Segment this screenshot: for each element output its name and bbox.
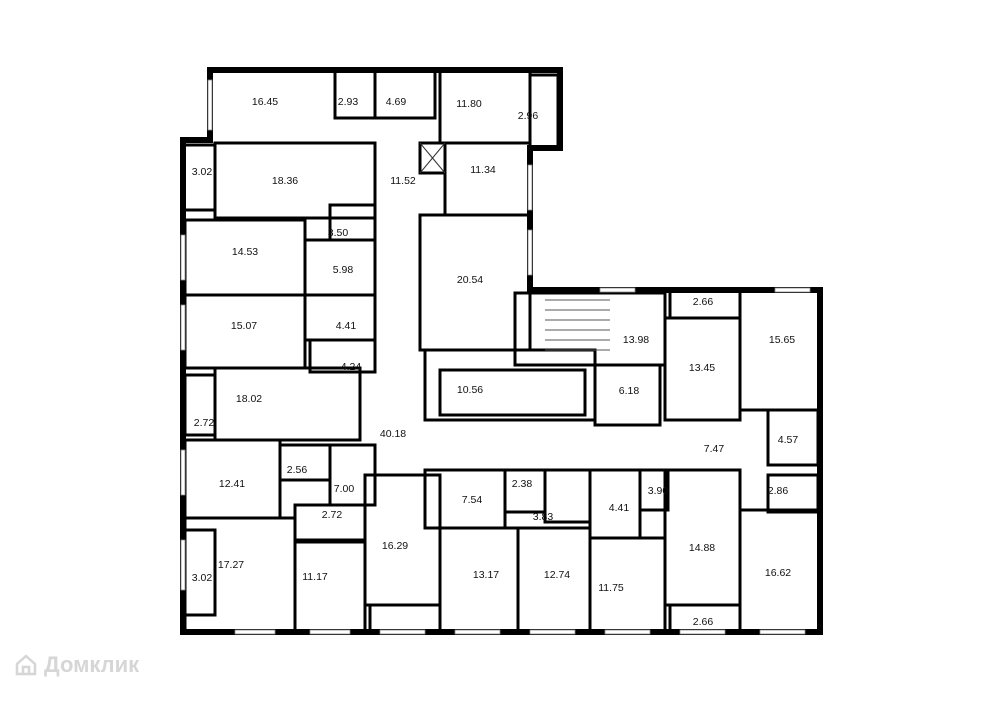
room-area-label: 18.36 — [272, 175, 298, 187]
room-area-label: 3.02 — [192, 572, 213, 584]
room-area-label: 11.52 — [390, 175, 416, 187]
room-wall — [766, 473, 820, 514]
room-area-label: 16.29 — [382, 540, 408, 552]
room-area-label: 14.53 — [232, 246, 258, 258]
room-wall — [181, 143, 217, 212]
window — [759, 629, 806, 635]
house-logo-icon — [15, 654, 37, 676]
room-wall — [303, 293, 377, 342]
room-area-label: 13.45 — [689, 362, 715, 374]
room-area-label: 4.57 — [778, 434, 799, 446]
room-area-label: 12.74 — [544, 569, 570, 581]
window — [599, 287, 636, 293]
window — [529, 629, 576, 635]
room-wall — [423, 348, 597, 422]
room-area-label: 15.65 — [769, 334, 795, 346]
window — [180, 304, 186, 351]
room-area-label: 2.72 — [322, 509, 343, 521]
room-area-label: 14.88 — [689, 542, 715, 554]
room-area-label: 16.62 — [765, 567, 791, 579]
room-area-label: 11.17 — [302, 571, 328, 583]
room-area-label: 2.93 — [338, 96, 359, 108]
room-wall — [738, 288, 822, 412]
watermark-text: Домклик — [44, 652, 140, 677]
window — [180, 449, 186, 496]
room-wall — [513, 291, 667, 367]
window — [180, 539, 186, 591]
window — [454, 629, 501, 635]
room-area-label: 3.90 — [648, 485, 669, 497]
room-area-label: 13.98 — [623, 334, 649, 346]
room-wall — [373, 68, 437, 120]
room-area-label: 11.34 — [470, 164, 496, 176]
room-wall — [663, 468, 742, 607]
room-area-label: 2.56 — [287, 464, 308, 476]
room-area-label: 40.18 — [380, 428, 406, 440]
window — [234, 629, 276, 635]
room-area-label: 2.66 — [693, 296, 714, 308]
room-wall — [293, 538, 367, 634]
room-area-label: 13.17 — [473, 569, 499, 581]
room-wall — [543, 468, 592, 524]
room-wall — [503, 468, 547, 514]
room-area-label: 2.38 — [512, 478, 533, 490]
walls — [180, 67, 823, 635]
room-area-label: 7.54 — [462, 494, 483, 506]
room-area-label: 6.18 — [619, 385, 640, 397]
room-wall — [766, 408, 820, 467]
room-area-label: 3.02 — [192, 166, 213, 178]
room-labels: 16.45 2.93 4.69 11.80 2.96 3.02 18.36 11… — [192, 96, 799, 628]
window — [774, 287, 811, 293]
window — [527, 164, 533, 211]
room-area-label: 4.69 — [386, 96, 407, 108]
room-wall — [443, 141, 532, 217]
window — [604, 629, 651, 635]
window — [309, 629, 351, 635]
room-area-label: 2.72 — [194, 417, 215, 429]
room-area-label: 18.02 — [236, 393, 262, 405]
room-area-label: 7.00 — [334, 483, 355, 495]
window — [679, 629, 726, 635]
room-wall — [438, 68, 532, 145]
room-area-label: 2.96 — [518, 110, 539, 122]
watermark: Домклик — [14, 652, 139, 678]
room-area-label: 15.07 — [231, 320, 257, 332]
room-wall — [593, 363, 662, 427]
room-area-label: 4.41 — [609, 502, 630, 514]
elevator-shaft — [419, 142, 446, 174]
room-wall — [368, 603, 442, 634]
room-area-label: 3.83 — [533, 511, 554, 523]
room-area-label: 2.86 — [768, 485, 789, 497]
room-area-label: 4.24 — [341, 361, 362, 373]
room-area-label: 10.56 — [457, 384, 483, 396]
room-wall — [528, 73, 560, 150]
room-wall — [438, 368, 587, 417]
room-area-label: 3.50 — [328, 227, 349, 239]
window — [527, 229, 533, 276]
window — [379, 629, 426, 635]
room-wall — [183, 373, 217, 437]
room-area-label: 5.98 — [333, 264, 354, 276]
room-area-label: 17.27 — [218, 559, 244, 571]
room-wall — [333, 68, 377, 120]
room-wall — [418, 141, 447, 175]
window — [207, 79, 213, 131]
room-area-label: 7.47 — [704, 443, 725, 455]
room-wall — [308, 338, 377, 374]
room-area-label: 2.66 — [693, 616, 714, 628]
room-area-label: 11.75 — [598, 582, 624, 594]
window — [180, 234, 186, 281]
room-area-label: 20.54 — [457, 274, 483, 286]
room-area-label: 11.80 — [456, 98, 482, 110]
room-area-label: 4.41 — [336, 320, 357, 332]
room-area-label: 16.45 — [252, 96, 278, 108]
room-area-label: 12.41 — [219, 478, 245, 490]
